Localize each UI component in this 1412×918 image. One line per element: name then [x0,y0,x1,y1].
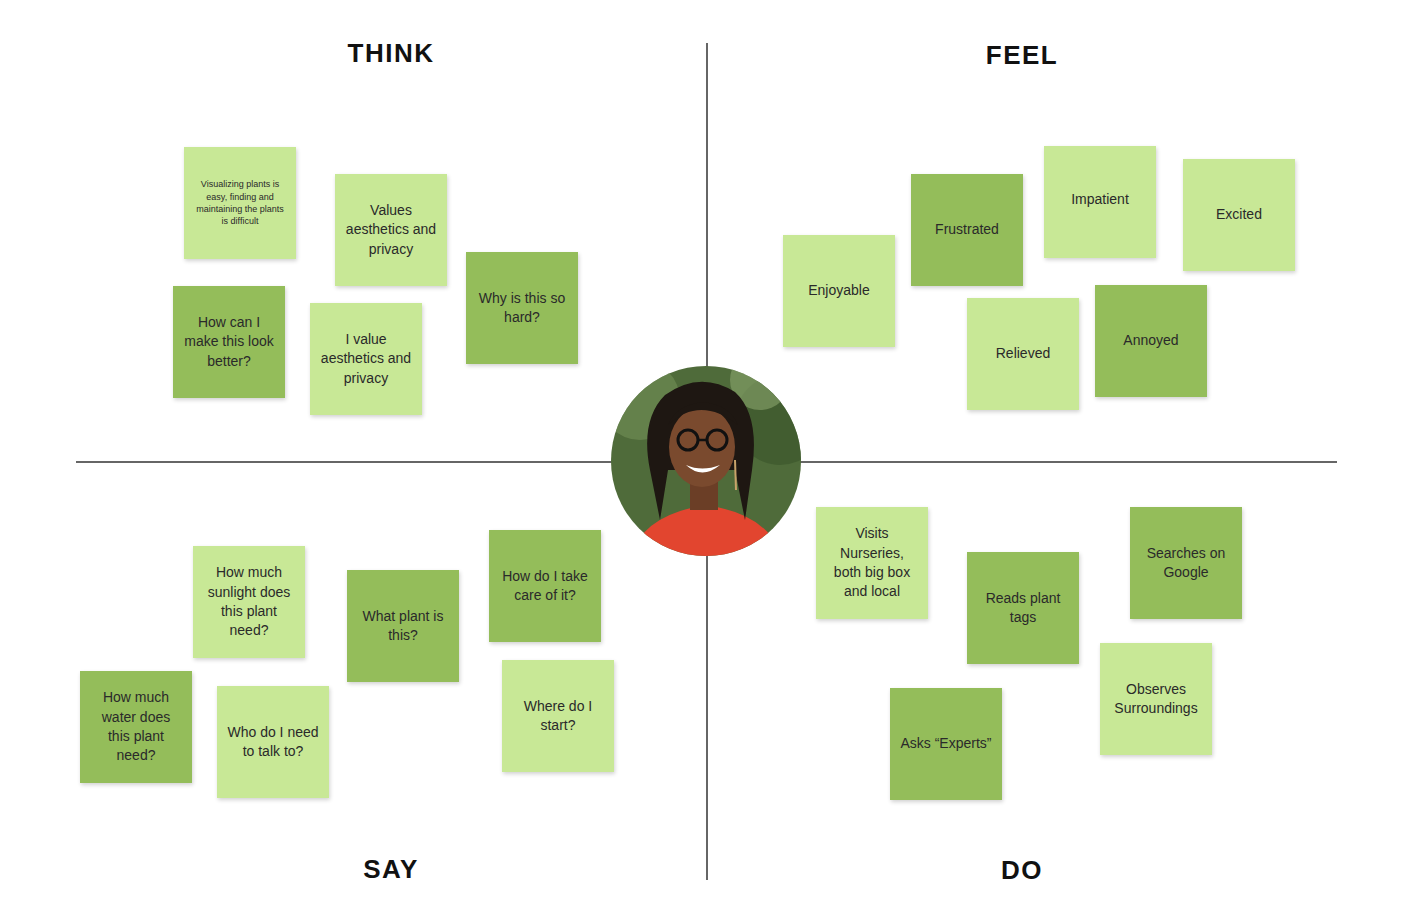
sticky-note: How can I make this look better? [173,286,285,398]
sticky-note: Excited [1183,159,1295,271]
note-text: Excited [1216,205,1262,224]
note-text: I value aesthetics and privacy [320,330,412,388]
note-text: Impatient [1071,190,1129,209]
note-text: Observes Surroundings [1110,680,1202,719]
note-text: How much water does this plant need? [90,688,182,765]
note-text: Asks “Experts” [900,734,991,753]
sticky-note: Observes Surroundings [1100,643,1212,755]
sticky-note: Why is this so hard? [466,252,578,364]
sticky-note: Who do I need to talk to? [217,686,329,798]
sticky-note: Asks “Experts” [890,688,1002,800]
note-text: Relieved [996,344,1050,363]
quadrant-title: THINK [348,38,435,69]
sticky-note: How do I take care of it? [489,530,601,642]
quadrant-title: SAY [363,854,419,885]
sticky-note: Visits Nurseries, both big box and local [816,507,928,619]
note-text: Visualizing plants is easy, finding and … [194,178,286,228]
note-text: Where do I start? [512,697,604,736]
sticky-note: Searches on Google [1130,507,1242,619]
quadrant-title: FEEL [986,40,1058,71]
sticky-note: Enjoyable [783,235,895,347]
note-text: Who do I need to talk to? [227,723,319,762]
sticky-note: What plant is this? [347,570,459,682]
sticky-note: Relieved [967,298,1079,410]
sticky-note: Values aesthetics and privacy [335,174,447,286]
note-text: Values aesthetics and privacy [345,201,437,259]
note-text: Searches on Google [1140,544,1232,583]
sticky-note: Annoyed [1095,285,1207,397]
sticky-note: Where do I start? [502,660,614,772]
sticky-note: How much sunlight does this plant need? [193,546,305,658]
note-text: How much sunlight does this plant need? [203,563,295,640]
sticky-note: Reads plant tags [967,552,1079,664]
note-text: How do I take care of it? [499,567,591,606]
sticky-note: Impatient [1044,146,1156,258]
note-text: Annoyed [1123,331,1178,350]
sticky-note: Frustrated [911,174,1023,286]
quadrant-title: DO [1001,855,1043,886]
note-text: Reads plant tags [977,589,1069,628]
note-text: Frustrated [935,220,999,239]
note-text: Enjoyable [808,281,870,300]
note-text: How can I make this look better? [183,313,275,371]
sticky-note: How much water does this plant need? [80,671,192,783]
portrait-photo [600,350,825,560]
note-text: What plant is this? [357,607,449,646]
note-text: Why is this so hard? [476,289,568,328]
note-text: Visits Nurseries, both big box and local [826,524,918,601]
sticky-note: I value aesthetics and privacy [310,303,422,415]
sticky-note: Visualizing plants is easy, finding and … [184,147,296,259]
